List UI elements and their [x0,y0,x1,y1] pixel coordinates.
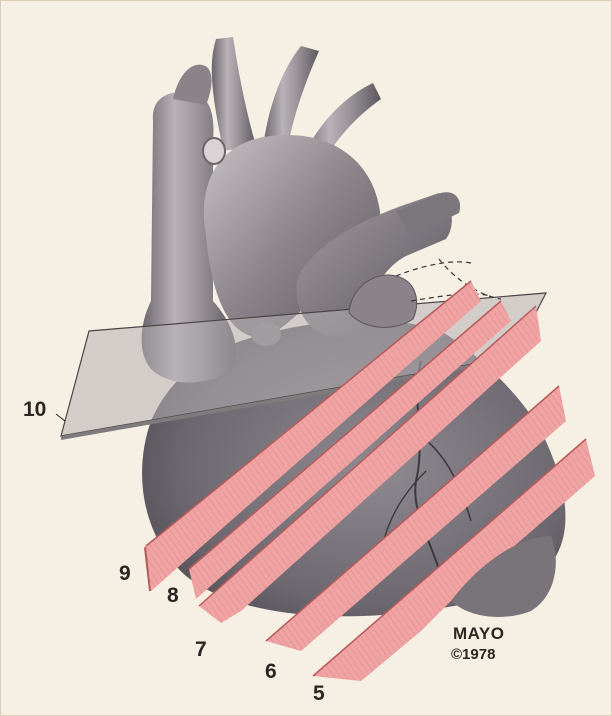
left-branch-vessel [212,37,256,151]
plane-label-9: 9 [119,563,131,584]
small-left-vessel [173,65,212,105]
plane-10-leader [56,414,65,421]
credit-year: ©1978 [451,647,495,662]
plane-label-8: 8 [167,585,179,606]
plane-label-10: 10 [23,399,46,420]
vessel-opening [203,138,225,164]
plane-label-5: 5 [313,683,325,704]
credit-name: MAYO [453,625,504,642]
plane-label-7: 7 [195,639,207,660]
plane-label-6: 6 [265,661,277,682]
